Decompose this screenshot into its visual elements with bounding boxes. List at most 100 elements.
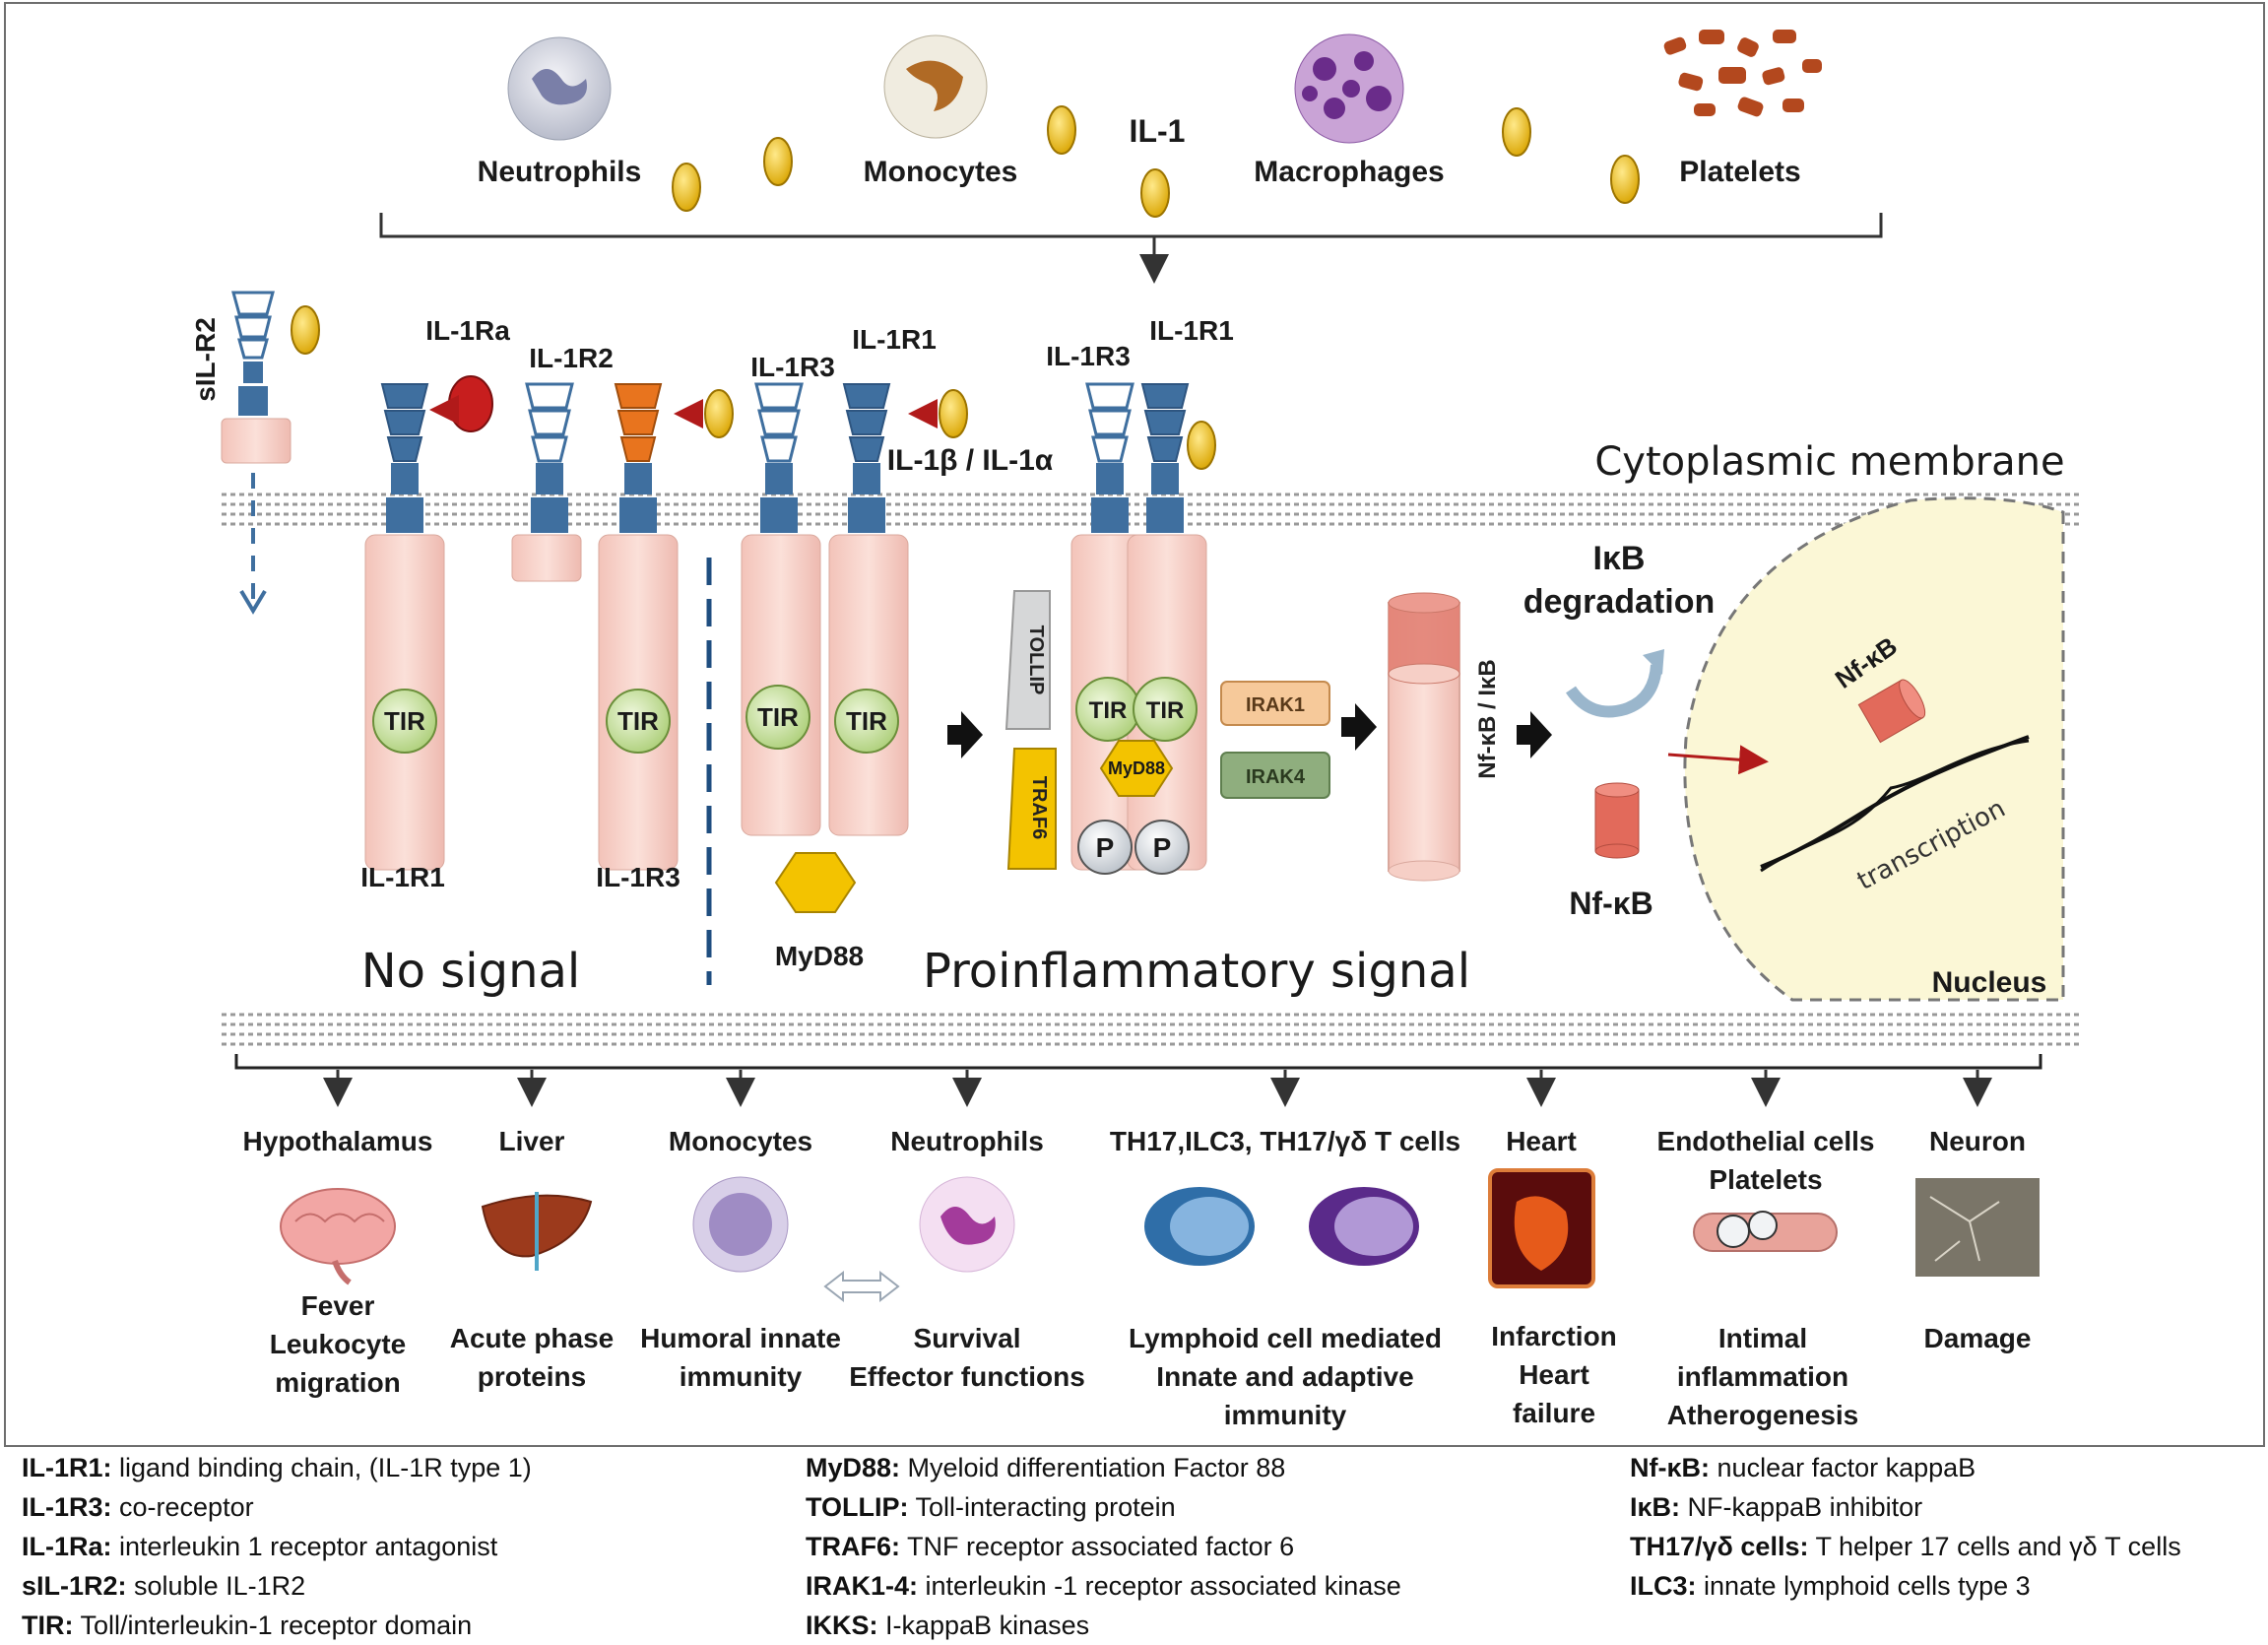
source-cells-row: Neutrophils Monocytes Macrophages Platel… (379, 30, 1883, 284)
il1r3-label-b: IL-1R3 (1046, 341, 1131, 371)
legend-item: IRAK1-4: interleukin -1 receptor associa… (806, 1566, 1401, 1606)
il1r1-label-b: IL-1R1 (1149, 315, 1234, 346)
no-signal-label: No signal (361, 944, 581, 999)
legend-item: IκB: NF-kappaB inhibitor (1630, 1487, 2181, 1527)
legend-term: TRAF6: (806, 1532, 900, 1561)
il1-ligand-dots (672, 105, 1640, 218)
legend-column-1: IL-1R1: ligand binding chain, (IL-1R typ… (22, 1448, 532, 1645)
sil-r2-label: sIL-R2 (190, 317, 221, 402)
neuron-image (1915, 1178, 2040, 1277)
target-name-7: Endothelial cells (1657, 1126, 1875, 1156)
il1r2-label: IL-1R2 (529, 343, 614, 373)
legend-column-2: MyD88: Myeloid differentiation Factor 88… (806, 1448, 1401, 1645)
monocyte-target-image (692, 1176, 789, 1273)
legend-term: IL-1R1: (22, 1453, 112, 1482)
ligand-label: IL-1β / IL-1α (887, 444, 1054, 477)
platelets-image (1663, 30, 1822, 117)
target-effects: Fever Leukocyte migration Acute phase pr… (270, 1290, 2032, 1430)
source-monocytes-label: Monocytes (864, 156, 1018, 188)
legend-item: TH17/γδ cells: T helper 17 cells and γδ … (1630, 1527, 2181, 1566)
endothelial-image (1693, 1211, 1838, 1252)
legend-item: MyD88: Myeloid differentiation Factor 88 (806, 1448, 1401, 1487)
membrane-label: Cytoplasmic membrane (1594, 439, 2064, 485)
legend-term: TH17/γδ cells: (1630, 1532, 1809, 1561)
effect-3-line1: Humoral innate (640, 1323, 841, 1353)
legend-term: IKKS: (806, 1611, 878, 1640)
legend-item: TIR: Toll/interleukin-1 receptor domain (22, 1606, 532, 1645)
heart-image (1488, 1168, 1595, 1288)
soluble-il1r2: sIL-R2 (190, 291, 320, 615)
target-name-1: Hypothalamus (243, 1126, 433, 1156)
target-name-4: Neutrophils (890, 1126, 1044, 1156)
effect-2-line1: Acute phase (450, 1323, 615, 1353)
bottom-il1r1-label: IL-1R1 (360, 862, 445, 892)
legend-term: IRAK1-4: (806, 1571, 919, 1601)
il1r1-blocked-receptor: IL-1Ra (364, 315, 510, 871)
effect-6-line1: Infarction (1491, 1321, 1617, 1351)
legend-definition: Toll/interleukin-1 receptor domain (73, 1611, 473, 1640)
nfkb-ikb-label: Nf-κB / IκB (1474, 659, 1501, 778)
effect-6-line3: failure (1513, 1398, 1595, 1428)
legend-item: ILC3: innate lymphoid cells type 3 (1630, 1566, 2181, 1606)
irak1-label: IRAK1 (1246, 694, 1305, 716)
nfkb-label: Nf-κB (1569, 886, 1652, 921)
legend-definition: Toll-interacting protein (908, 1492, 1176, 1522)
il1r1-label-a: IL-1R1 (852, 324, 937, 355)
effect-2-line2: proteins (478, 1361, 586, 1392)
legend-term: TOLLIP: (806, 1492, 909, 1522)
phospho-label-2: P (1153, 832, 1172, 863)
legend-definition: Myeloid differentiation Factor 88 (900, 1453, 1286, 1482)
legend-definition: T helper 17 cells and γδ T cells (1808, 1532, 2181, 1561)
tir-label-5: TIR (1089, 697, 1128, 724)
effect-7-line2: inflammation (1677, 1361, 1848, 1392)
flow-arrow-1 (947, 711, 983, 758)
degradation-arrow-head (1643, 649, 1664, 675)
irak4-label: IRAK4 (1246, 766, 1306, 788)
legend-term: IκB: (1630, 1492, 1681, 1522)
legend-item: IL-1Ra: interleukin 1 receptor antagonis… (22, 1527, 532, 1566)
target-name-6: Heart (1506, 1126, 1577, 1156)
il1r3-label-a: IL-1R3 (750, 352, 835, 382)
effect-1-line1: Fever (301, 1290, 375, 1321)
il1-signaling-diagram: Neutrophils Monocytes Macrophages Platel… (190, 30, 2083, 1430)
nucleus-label: Nucleus (1932, 966, 2047, 999)
effect-4-line1: Survival (914, 1323, 1021, 1353)
target-name-8: Neuron (1929, 1126, 2026, 1156)
legend-term: sIL-1R2: (22, 1571, 127, 1601)
liver-image (481, 1192, 593, 1271)
bottom-il1r3-label: IL-1R3 (596, 862, 680, 892)
targets-bracket (234, 1054, 2042, 1107)
irak-group: IRAK1 IRAK4 (1220, 681, 1330, 799)
legend-term: IL-1Ra: (22, 1532, 112, 1561)
legend-item: IL-1R1: ligand binding chain, (IL-1R typ… (22, 1448, 532, 1487)
nuclear-translocation-arrow (1667, 745, 1769, 775)
myd88-complex-label: MyD88 (1108, 758, 1165, 778)
tir-label-1: TIR (384, 706, 425, 736)
effect-5-line2: Innate and adaptive (1156, 1361, 1413, 1392)
flow-arrow-2 (1341, 703, 1377, 751)
target-name-3: Monocytes (669, 1126, 812, 1156)
effect-3-line2: immunity (680, 1361, 803, 1392)
effect-7-line3: Atherogenesis (1667, 1400, 1859, 1430)
effect-4-line2: Effector functions (849, 1361, 1085, 1392)
target-name-7b: Platelets (1709, 1164, 1822, 1195)
target-name-5: TH17,ILC3, TH17/γδ T cells (1110, 1126, 1460, 1156)
nfkb-free (1594, 782, 1640, 859)
legend-term: MyD88: (806, 1453, 901, 1482)
il1-receptor-active-complex: IL-1R3 IL-1R1 TIR TIR MyD88 P P (1046, 315, 1234, 875)
flow-arrow-3 (1517, 711, 1552, 758)
legend-item: TOLLIP: Toll-interacting protein (806, 1487, 1401, 1527)
monocyte-image (883, 34, 988, 139)
legend-item: sIL-1R2: soluble IL-1R2 (22, 1566, 532, 1606)
effect-5-line3: immunity (1224, 1400, 1347, 1430)
macrophage-image (1294, 33, 1404, 144)
tir-label-4: TIR (846, 706, 887, 736)
lower-membrane (222, 1013, 2083, 1046)
tir-left-group: TIR TIR (372, 689, 671, 754)
il1r3-il1r1-precomplex: IL-1R3 IL-1R1 TIR TIR IL-1β / IL-1α MyD8… (741, 324, 1054, 971)
legend-term: Nf-κB: (1630, 1453, 1711, 1482)
tollip-traf6-group: TOLLIP TRAF6 (1004, 590, 1057, 870)
effect-5-line1: Lymphoid cell mediated (1129, 1323, 1442, 1353)
legend-definition: innate lymphoid cells type 3 (1696, 1571, 2031, 1601)
tir-label-6: TIR (1146, 697, 1185, 724)
